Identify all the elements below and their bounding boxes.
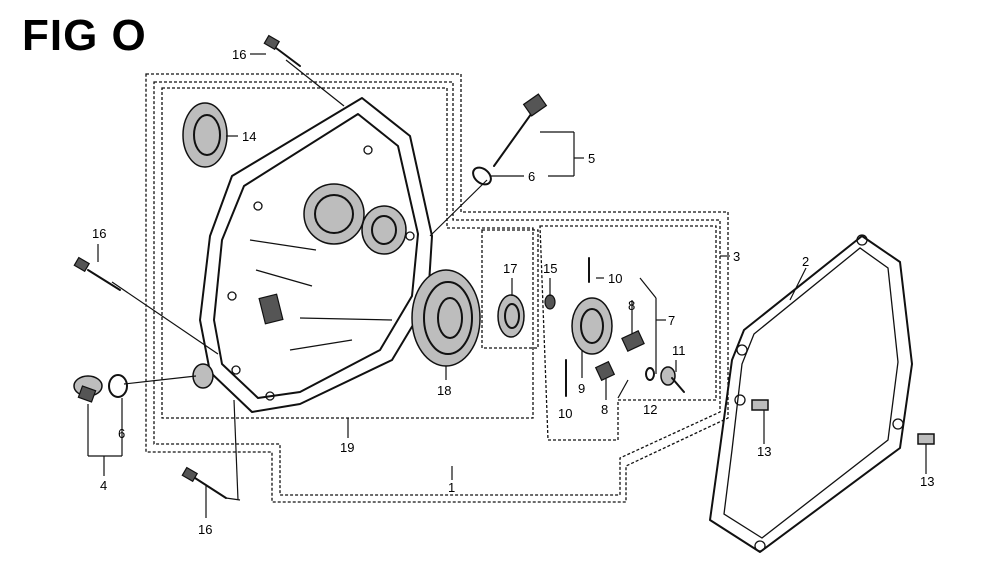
group-outline-19: [161, 87, 534, 419]
callout-16-left: 16: [92, 226, 106, 241]
clip-washer: [645, 367, 655, 381]
governor-gear: [571, 297, 613, 355]
flange-bolt-left: [73, 256, 121, 291]
small-bearing: [497, 294, 525, 338]
callout-13-left: 13: [757, 444, 771, 459]
ball-bearing: [411, 269, 481, 367]
o-ring-upper: [472, 166, 492, 186]
callout-17: 17: [503, 261, 517, 276]
callout-15: 15: [543, 261, 557, 276]
figure-title: FIG O: [22, 11, 147, 60]
governor-holder-upper: [621, 330, 645, 352]
dowel-pin-right: [917, 433, 935, 445]
gasket: [709, 234, 913, 553]
governor-holder-lower: [594, 360, 616, 382]
oil-seal: [182, 102, 228, 168]
callout-6-upper: 6: [528, 169, 535, 184]
callout-8-lower: 8: [601, 402, 608, 417]
callout-6-lower: 6: [118, 426, 125, 441]
callout-18: 18: [437, 383, 451, 398]
governor-bolt: [660, 366, 685, 393]
group-outline-3: [153, 81, 721, 496]
oil-level-gauge: [493, 93, 548, 167]
callout-19: 19: [340, 440, 354, 455]
drain-plug: [73, 375, 103, 403]
washer: [544, 294, 556, 310]
callout-12: 12: [643, 402, 657, 417]
flange-bolt-bottom: [181, 466, 227, 499]
callout-3: 3: [733, 249, 740, 264]
leader-lines: [87, 53, 927, 518]
callout-16-top: 16: [232, 47, 246, 62]
callout-2: 2: [802, 254, 809, 269]
callout-11: 11: [672, 343, 686, 358]
callout-1: 1: [448, 480, 455, 495]
callout-8-upper: 8: [628, 298, 635, 313]
group-outline-7: [539, 225, 717, 441]
o-ring-lower: [108, 374, 128, 398]
callout-13-right: 13: [920, 474, 934, 489]
callout-14: 14: [242, 129, 256, 144]
callout-10-upper: 10: [608, 271, 622, 286]
callout-16-bottom: 16: [198, 522, 212, 537]
callout-4: 4: [100, 478, 107, 493]
group-outline-17: [481, 229, 539, 349]
group-outline-1: [145, 73, 729, 503]
callout-9: 9: [578, 381, 585, 396]
callout-5: 5: [588, 151, 595, 166]
crankcase-cover: [199, 97, 433, 413]
callout-7: 7: [668, 313, 675, 328]
flange-bolt-top: [263, 34, 301, 67]
dowel-pin-left: [751, 399, 769, 411]
callout-10-lower: 10: [558, 406, 572, 421]
